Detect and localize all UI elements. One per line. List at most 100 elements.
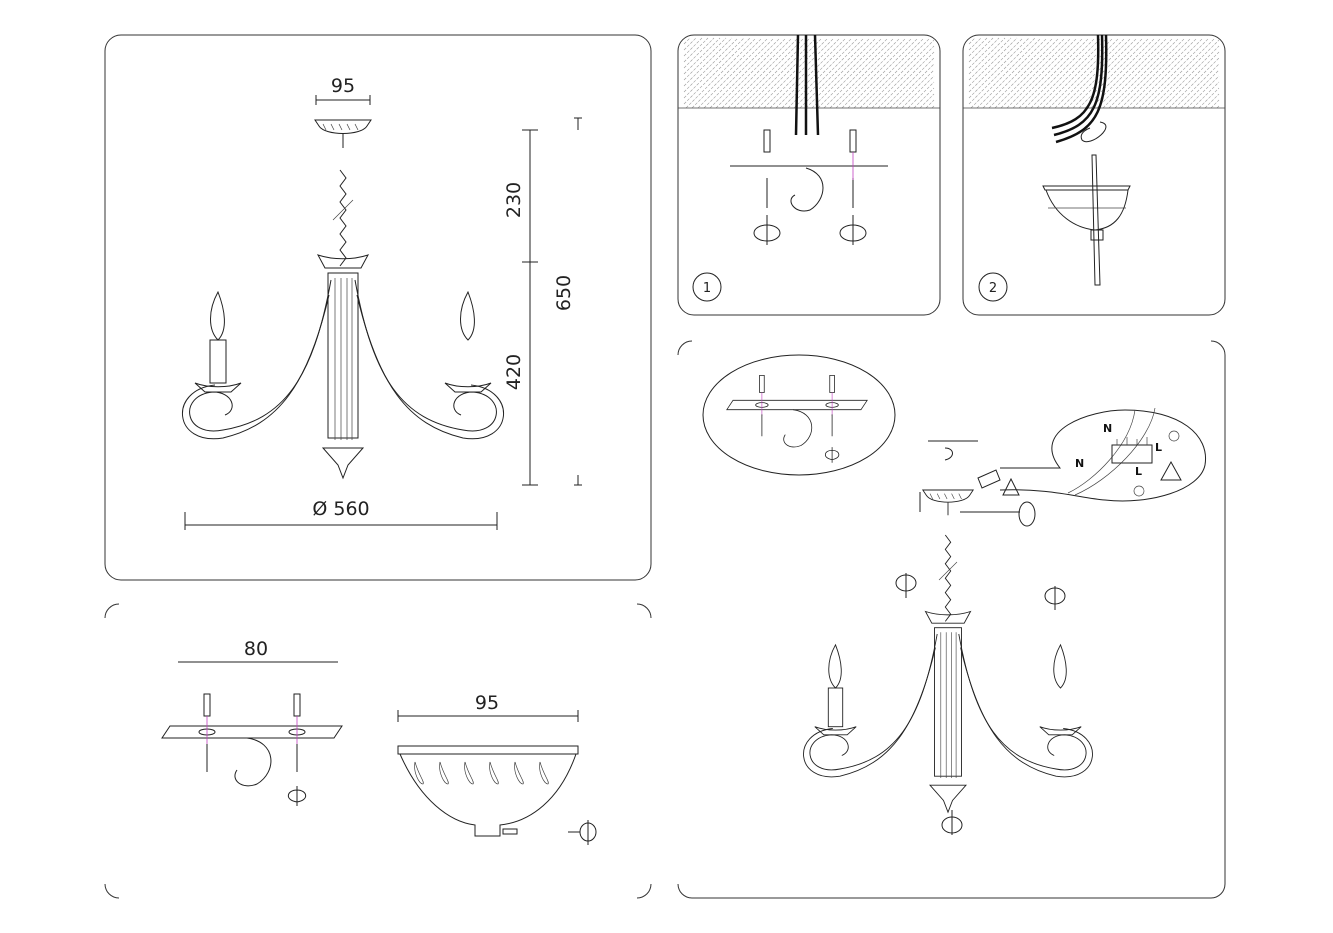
canopy-detail-drawing [397,745,597,845]
ceiling-hook [1080,121,1107,143]
hatch-line [1186,75,1220,109]
hatch-line [683,37,703,57]
hatch-line [1066,37,1138,109]
hatch-line [968,37,1018,87]
hatch-line [793,37,865,109]
hatch-line [871,45,935,109]
hatch-line [1120,37,1192,109]
hatch-line [994,37,1066,109]
hatch-line [865,39,935,109]
hatch-line [968,37,1006,75]
hatch-line [841,37,913,109]
hatch-line [1084,37,1156,109]
hatch-line [877,51,935,109]
hatch-line [1108,37,1180,109]
hatch-line [1024,37,1096,109]
hatch-line [1048,37,1120,109]
assembly-arrows [895,440,1066,835]
bracket-width-label: 80 [244,638,268,660]
hatch-line [1192,81,1220,109]
hatch-line [751,37,823,109]
screws-and-anchors [753,129,867,245]
hatch-line [976,37,1048,109]
hatch-line [683,37,721,75]
hatch-line [968,37,1036,105]
callout-bracket-drawing [726,374,868,464]
hatch-line [895,69,935,109]
power-cables [794,34,820,136]
hatch-line [1132,37,1204,109]
hatch-line [1138,37,1210,109]
hatch-line [907,81,935,109]
hatch-line [988,37,1060,109]
hatch-line [817,37,889,109]
hatch-line [739,37,811,109]
assembly-panel [677,340,1226,899]
hatch-line [721,37,793,109]
hatch-line [1060,37,1132,109]
neutral-label-top: N [1103,422,1112,435]
hatch-line [1012,37,1084,109]
hatch-line [727,37,799,109]
dimensions-panel [104,34,652,581]
hatch-line [970,37,1042,109]
step-2-panel [962,34,1226,316]
hatch-line [769,37,841,109]
hatch-line [1078,37,1150,109]
hatch-line [799,37,871,109]
hatch-line [919,93,935,109]
chain-height-label: 230 [503,182,525,218]
power-cables [1051,34,1108,144]
hatch-line [683,37,733,87]
hatch-line [683,37,751,105]
hatch-line [1072,37,1144,109]
hatch-line [1000,37,1072,109]
step-1-badge [692,272,722,302]
hatch-line [733,37,805,109]
hatch-line [883,57,935,109]
hatch-line [691,37,763,109]
chandelier-drawing [181,119,505,479]
parts-panel [104,603,652,899]
step-1-panel [677,34,941,316]
hatch-line [683,37,727,81]
hatch-line [787,37,859,109]
ceiling-hatch [968,37,1220,109]
hatch-line [968,37,994,63]
mounting-bracket-drawing [161,693,343,807]
dimension-lines [184,95,582,530]
hatch-line [1150,39,1220,109]
hatch-line [1126,37,1198,109]
hatch-line [811,37,883,109]
assembly-chandelier-drawing [803,489,1093,813]
hatch-line [968,37,1000,69]
hatch-line [1204,93,1220,109]
hatch-line [968,37,982,51]
hatch-line [685,37,757,109]
hatch-line [835,37,907,109]
hatch-line [1162,51,1220,109]
hatch-line [968,37,1030,99]
hatch-line [1018,37,1090,109]
hatch-line [859,37,931,109]
hatch-line [1180,69,1220,109]
hatch-line [709,37,781,109]
hatch-line [1198,87,1220,109]
canopy-detail-width-label: 95 [475,692,499,714]
hatch-line [1168,57,1220,109]
hatch-line [763,37,835,109]
hatch-line [968,37,976,45]
hatch-line [1102,37,1174,109]
hatch-line [1114,37,1186,109]
hatch-line [968,37,988,57]
hatch-line [829,37,901,109]
wiring-callout [999,407,1207,502]
hatch-line [703,37,775,109]
hatch-line [1144,37,1216,109]
hatch-line [968,37,1012,81]
bracket-callout [702,354,896,476]
hatch-line [913,87,935,109]
live-label-bottom: L [1135,465,1142,478]
hatch-line [1030,37,1102,109]
